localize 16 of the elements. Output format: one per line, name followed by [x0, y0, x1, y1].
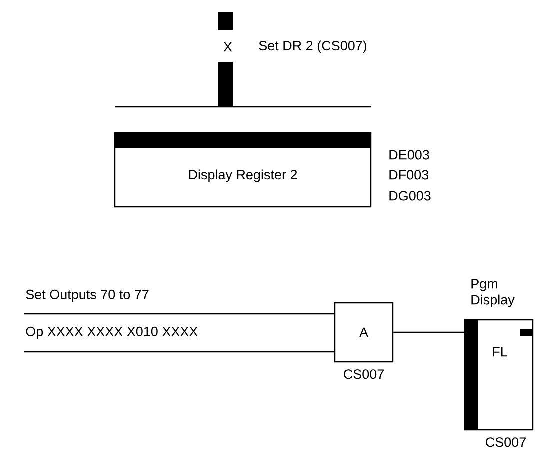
display-lamp-box: FL: [464, 319, 534, 431]
signal-name: DF003: [390, 170, 429, 180]
signal-name: DG003: [390, 191, 431, 201]
opcode-label: Op XXXX XXXX X010 XXXX: [26, 326, 198, 340]
bus-label: Set Outputs 70 to 77: [26, 290, 149, 302]
bus-line: [394, 332, 465, 334]
and-gate-box: A: [334, 302, 394, 363]
bus-line: [24, 351, 334, 353]
display-heading: Pgm Display: [472, 279, 515, 308]
bus-line: [24, 313, 334, 315]
signal-name: CS007: [344, 370, 384, 380]
signal-name: CS007: [486, 438, 526, 448]
register-box: Display Register 2: [114, 132, 372, 208]
signal-name: DE003: [390, 150, 430, 160]
signal-label: Set DR 2 (CS007): [259, 40, 367, 54]
bit-mark: X: [224, 42, 232, 52]
